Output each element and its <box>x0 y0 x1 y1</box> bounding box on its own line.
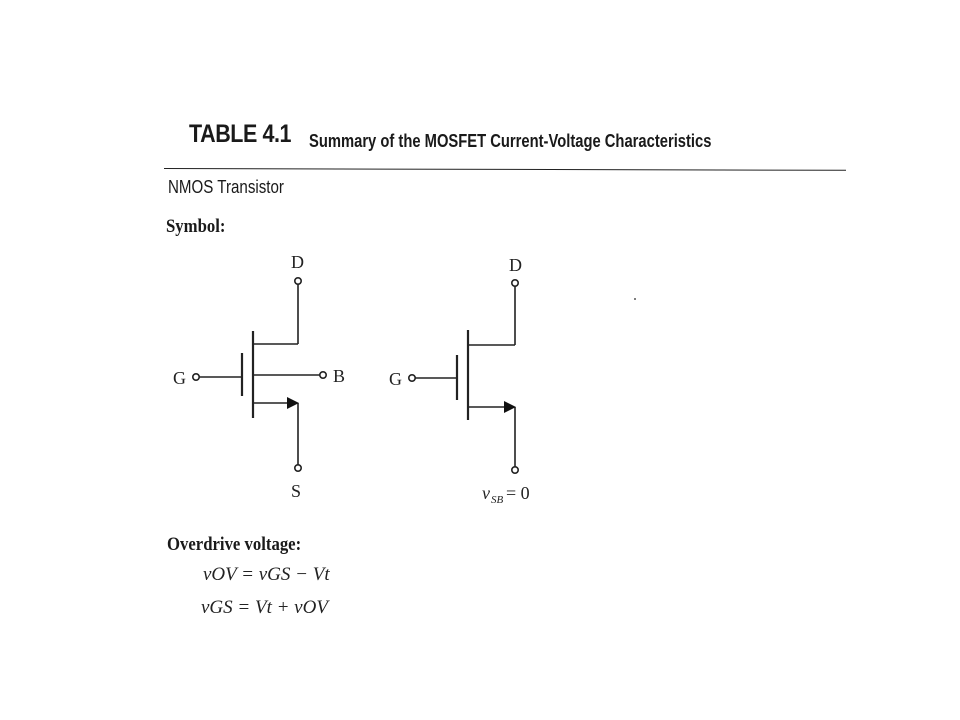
drain-terminal-circle-2 <box>510 278 519 287</box>
drain-label: D <box>291 252 304 272</box>
nmos-four-terminal-symbol <box>192 276 327 472</box>
overdrive-heading: Overdrive voltage: <box>167 534 302 555</box>
gate-terminal-circle-2 <box>407 373 416 382</box>
gate-label-2: G <box>389 369 402 389</box>
vsb-subscript: SB <box>491 494 504 506</box>
drain-label-2: D <box>509 255 522 275</box>
source-label: S <box>291 481 301 501</box>
source-terminal-circle-2 <box>510 465 519 474</box>
vsb-value: = 0 <box>506 483 530 503</box>
drain-terminal-circle <box>293 276 302 285</box>
symbol-heading: Symbol: <box>166 216 226 237</box>
gate-terminal-circle <box>192 372 201 381</box>
source-terminal-circle <box>293 463 302 472</box>
table-number: TABLE 4.1 <box>189 120 292 148</box>
vsb-var: v <box>482 483 490 503</box>
source-arrow-icon-2 <box>504 401 516 413</box>
overdrive-equation-2: vGS = Vt + vOV <box>201 597 328 618</box>
table-title: Summary of the MOSFET Current-Voltage Ch… <box>309 131 712 151</box>
body-terminal-circle <box>318 370 327 379</box>
gate-label: G <box>173 368 186 388</box>
overdrive-equation-1: vOV = vGS − Vt <box>203 564 330 585</box>
body-label: B <box>333 366 345 386</box>
source-arrow-icon <box>287 397 299 409</box>
transistor-type-label: NMOS Transistor <box>168 177 284 197</box>
vsb-zero-annotation: v SB = 0 <box>482 483 530 506</box>
nmos-three-terminal-symbol <box>407 278 519 474</box>
scan-speck <box>634 298 636 300</box>
